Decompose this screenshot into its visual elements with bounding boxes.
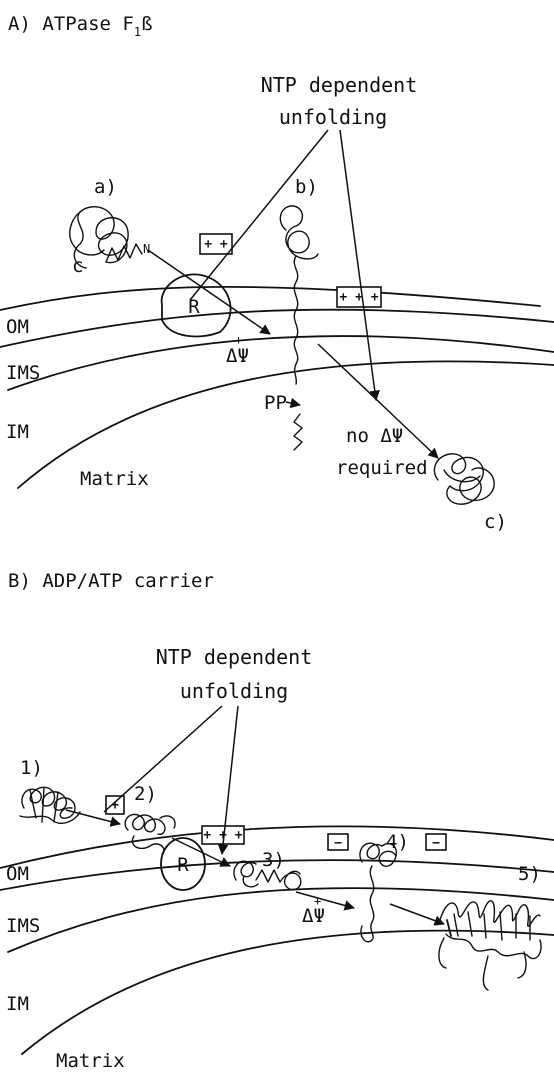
panel-a-no-delta-psi-line2: required [336, 457, 428, 479]
panel-a-outer-membrane-outer-line [0, 287, 540, 310]
panel-a-im-label: IM [6, 421, 29, 443]
panel-b-step-4-label: 4) [386, 831, 409, 853]
panel-a-pp-arrow [286, 402, 300, 405]
panel-b-inserted-carrier-5 [439, 901, 541, 990]
panel-b-step-1-label: 1) [20, 757, 43, 779]
panel-a-delta-psi: ΔΨ [226, 345, 249, 367]
panel-b-ims-label: IMS [6, 915, 40, 937]
panel-a-ntp-pointer-right [340, 130, 376, 400]
panel-b-title: B) ADP/ATP carrier [8, 570, 214, 592]
panel-a-precursor-b [280, 206, 318, 384]
panel-a-step-b-label: b) [295, 176, 318, 198]
panel-a-om-label: OM [6, 316, 29, 338]
panel-a-c-terminus-label: c [72, 255, 83, 277]
panel-a-pp-label: PP [264, 392, 287, 414]
panel-a: A) ATPase F1ß NTP dependent unfolding OM… [0, 13, 554, 533]
panel-a-box-plus-plus-label: + + [204, 237, 228, 252]
panel-b-precursor-2 [125, 814, 175, 854]
panel-a-inner-membrane-outer-line [8, 336, 554, 390]
panel-b-precursor-4 [360, 843, 396, 942]
panel-b-precursor-1 [20, 787, 80, 823]
panel-a-step-a-label: a) [94, 176, 117, 198]
panel-a-ntp-label-line1: NTP dependent [261, 73, 418, 97]
panel-b-box-minus-2-label: − [432, 836, 440, 851]
panel-b-om-label: OM [6, 863, 29, 885]
panel-b-im-label: IM [6, 993, 29, 1015]
panel-a-title: A) ATPase F1ß [8, 13, 153, 39]
panel-a-matrix-label: Matrix [80, 468, 149, 490]
panel-a-box-plus-plus-plus-label: + + + [339, 290, 378, 305]
panel-b-delta-psi: ΔΨ [302, 905, 325, 927]
panel-a-ntp-label-line2: unfolding [279, 105, 387, 129]
panel-b-arrow-4-to-5 [390, 904, 444, 924]
panel-b-box-minus-1-label: − [334, 836, 342, 851]
panel-a-no-delta-psi-line1: no ΔΨ [346, 425, 403, 447]
panel-b-receptor-label: R [177, 854, 189, 876]
panel-a-ntp-pointer-left [190, 130, 328, 300]
panel-b-ntp-pointer-left [104, 706, 222, 812]
panel-a-import-arrow-1 [148, 250, 270, 334]
panel-a-step-c-label: c) [484, 511, 507, 533]
panel-b-ntp-label-line2: unfolding [180, 679, 288, 703]
panel-b-step-5-label: 5) [518, 863, 541, 885]
panel-b: B) ADP/ATP carrier NTP dependent unfoldi… [0, 570, 554, 1072]
panel-a-n-terminus-label: N [143, 242, 150, 256]
panel-b-matrix-label: Matrix [56, 1050, 125, 1072]
panel-a-folded-protein-c [434, 454, 494, 504]
panel-b-step-3-label: 3) [262, 849, 285, 871]
panel-b-ntp-label-line1: NTP dependent [156, 645, 313, 669]
panel-b-step-2-label: 2) [134, 783, 157, 805]
panel-a-cleaved-presequence [294, 414, 302, 450]
panel-a-ims-label: IMS [6, 362, 40, 384]
